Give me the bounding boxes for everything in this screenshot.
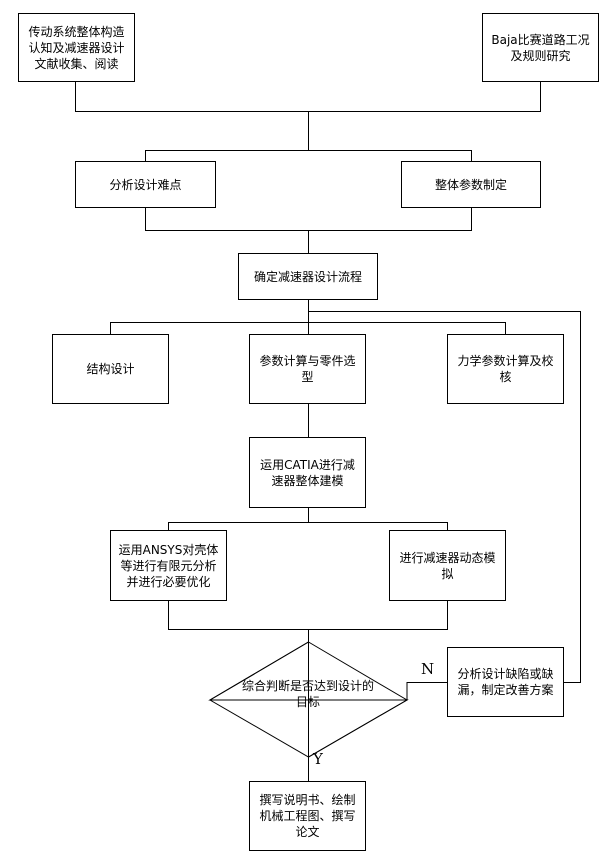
node-improve-plan: 分析设计缺陷或缺 漏，制定改善方案: [447, 647, 564, 717]
connector-split-2: [110, 299, 506, 334]
node-structure-design: 结构设计: [52, 334, 169, 404]
connector-top: [75, 81, 541, 161]
node-dynamic-sim: 进行减速器动态模 拟: [389, 530, 506, 601]
connector-no: [406, 682, 447, 700]
node-param-calc: 参数计算与零件选 型: [249, 334, 366, 404]
connector-merge-1: [145, 207, 472, 253]
label-yes: Y: [313, 750, 323, 768]
node-analyze-difficulties: 分析设计难点: [75, 161, 216, 208]
node-literature-review: 传动系统整体构造 认知及减速器设计 文献收集、阅读: [18, 13, 135, 82]
node-baja-research: Baja比赛道路工况 及规则研究: [482, 13, 599, 82]
connector-catia: [168, 403, 448, 530]
connector-feedback: [308, 311, 581, 683]
connector-merge-3: [168, 600, 448, 642]
node-mechanics-calc: 力学参数计算及校 核: [447, 334, 564, 404]
node-catia-model: 运用CATIA进行减 速器整体建模: [249, 437, 366, 508]
decision-text: 综合判断是否达到设计的 目标: [241, 679, 374, 709]
node-design-flow: 确定减速器设计流程: [238, 253, 378, 300]
label-no: N: [421, 660, 435, 678]
node-final-docs: 撰写说明书、绘制 机械工程图、撰写 论文: [249, 781, 366, 851]
node-overall-params: 整体参数制定: [401, 161, 541, 208]
node-ansys-fea: 运用ANSYS对壳体 等进行有限元分析 并进行必要优化: [110, 530, 227, 601]
